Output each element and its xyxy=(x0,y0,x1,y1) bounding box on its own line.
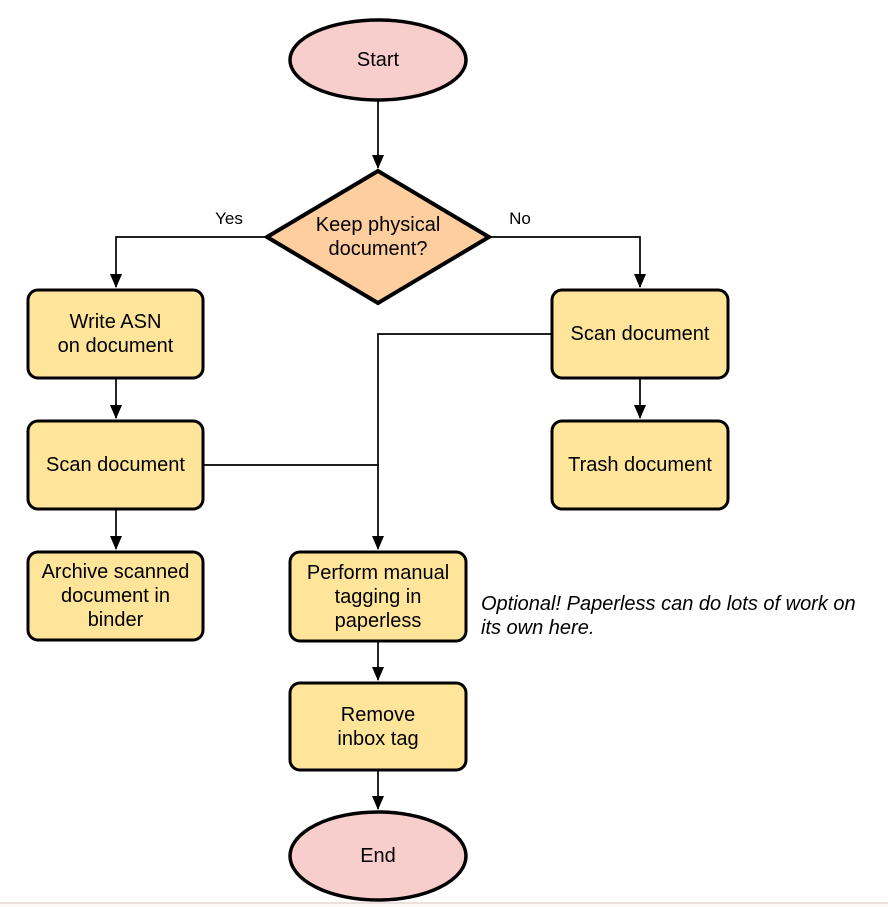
bottom-divider-line xyxy=(0,902,888,904)
no-edge-label: No xyxy=(509,209,531,228)
edge-decision-no xyxy=(489,236,646,288)
optional-note-text: Optional! Paperless can do lots of work … xyxy=(481,593,856,639)
decision-diamond-shape xyxy=(263,168,493,306)
edge-decision-yes xyxy=(110,236,267,288)
yes-edge-label: Yes xyxy=(215,209,243,228)
archive-box-shape xyxy=(26,550,205,642)
end-ellipse-shape xyxy=(288,810,468,902)
write-asn-box-shape xyxy=(26,288,205,380)
tagging-box-shape xyxy=(288,550,468,643)
scan-left-box-shape xyxy=(26,419,205,511)
edge-scanright-to-tagging xyxy=(372,333,552,550)
remove-inbox-box-shape xyxy=(288,681,468,772)
start-ellipse-shape xyxy=(288,18,468,102)
scan-right-box-shape xyxy=(550,288,730,380)
bottom-strip xyxy=(0,904,888,907)
trash-box-shape xyxy=(550,419,730,511)
